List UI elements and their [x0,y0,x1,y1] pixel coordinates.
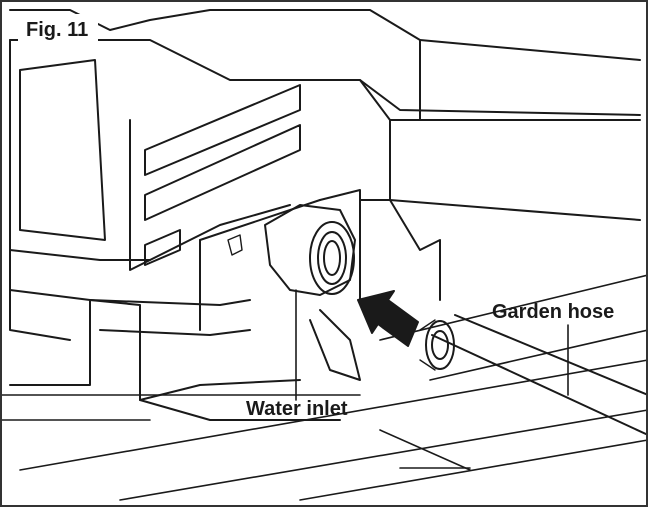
garden-hose-label: Garden hose [492,301,615,323]
leader-lines [295,289,569,401]
water-inlet-label: Water inlet [246,398,348,420]
figure-label: Fig. 11 [18,14,99,47]
garden-hose [419,314,648,436]
vent-slots [144,84,301,266]
insert-arrow [357,290,419,347]
floor-planks [0,274,648,501]
water-inlet-nozzle [227,204,356,296]
pressure-washer-body [9,9,641,421]
